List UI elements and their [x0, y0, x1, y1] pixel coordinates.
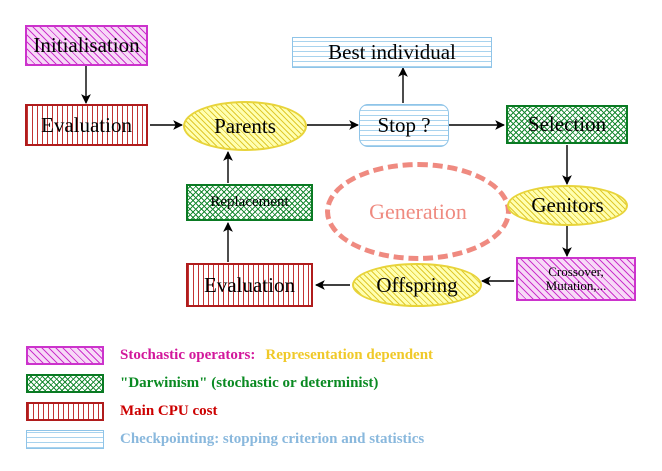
- node-replacement-label: Replacement: [210, 193, 289, 210]
- node-evaluation-bottom-label: Evaluation: [204, 272, 295, 297]
- legend-row: Checkpointing: stopping criterion and st…: [0, 427, 662, 451]
- node-best-individual[interactable]: Best individual: [292, 37, 492, 68]
- node-parents[interactable]: Parents: [183, 101, 307, 151]
- node-generation: Generation: [325, 162, 511, 261]
- node-replacement[interactable]: Replacement: [186, 184, 313, 221]
- node-best-individual-label: Best individual: [328, 40, 456, 65]
- legend-text-secondary: Representation dependent: [265, 346, 434, 363]
- node-initialisation[interactable]: Initialisation: [25, 25, 148, 66]
- legend-label-checkpointing: Checkpointing: stopping criterion and st…: [120, 431, 424, 448]
- node-offspring-label: Offspring: [376, 272, 458, 297]
- node-stop-label: Stop ?: [377, 113, 431, 138]
- node-selection-label: Selection: [527, 112, 607, 137]
- node-genitors-label: Genitors: [531, 193, 604, 218]
- node-offspring[interactable]: Offspring: [352, 263, 482, 307]
- legend-row: Main CPU cost: [0, 399, 662, 423]
- node-evaluation-top-label: Evaluation: [41, 112, 132, 137]
- legend: Stochastic operators: Representation depe…: [0, 338, 662, 458]
- legend-label-main-cpu-cost: Main CPU cost: [120, 403, 218, 420]
- legend-row: "Darwinism" (stochastic or determinist): [0, 371, 662, 395]
- node-genitors[interactable]: Genitors: [507, 185, 628, 226]
- legend-label-stochastic-operators: Stochastic operators: Representation depe…: [120, 347, 433, 364]
- node-initialisation-label: Initialisation: [33, 33, 140, 58]
- legend-label-darwinism: "Darwinism" (stochastic or determinist): [120, 375, 378, 392]
- node-stop[interactable]: Stop ?: [359, 104, 449, 147]
- node-crossover-label-line1: Crossover,: [548, 264, 604, 280]
- legend-text-primary: Main CPU cost: [120, 402, 218, 419]
- node-evaluation-top[interactable]: Evaluation: [25, 104, 148, 146]
- legend-swatch-stochastic-operators: [26, 345, 104, 365]
- legend-swatch-checkpointing: [26, 429, 104, 449]
- node-crossover-mutation[interactable]: Crossover, Mutation,...: [516, 257, 636, 301]
- legend-text-primary: "Darwinism" (stochastic or determinist): [120, 374, 379, 391]
- legend-row: Stochastic operators: Representation depe…: [0, 343, 662, 367]
- node-evaluation-bottom[interactable]: Evaluation: [186, 263, 313, 307]
- node-parents-label: Parents: [214, 113, 276, 138]
- node-crossover-label-line2: Mutation,...: [545, 278, 607, 293]
- legend-swatch-main-cpu-cost: [26, 401, 104, 421]
- legend-text-primary: Checkpointing: stopping criterion and st…: [120, 430, 425, 447]
- node-generation-label: Generation: [369, 198, 467, 224]
- node-selection[interactable]: Selection: [506, 105, 628, 144]
- legend-text-primary: Stochastic operators:: [120, 346, 256, 363]
- legend-swatch-darwinism: [26, 373, 104, 393]
